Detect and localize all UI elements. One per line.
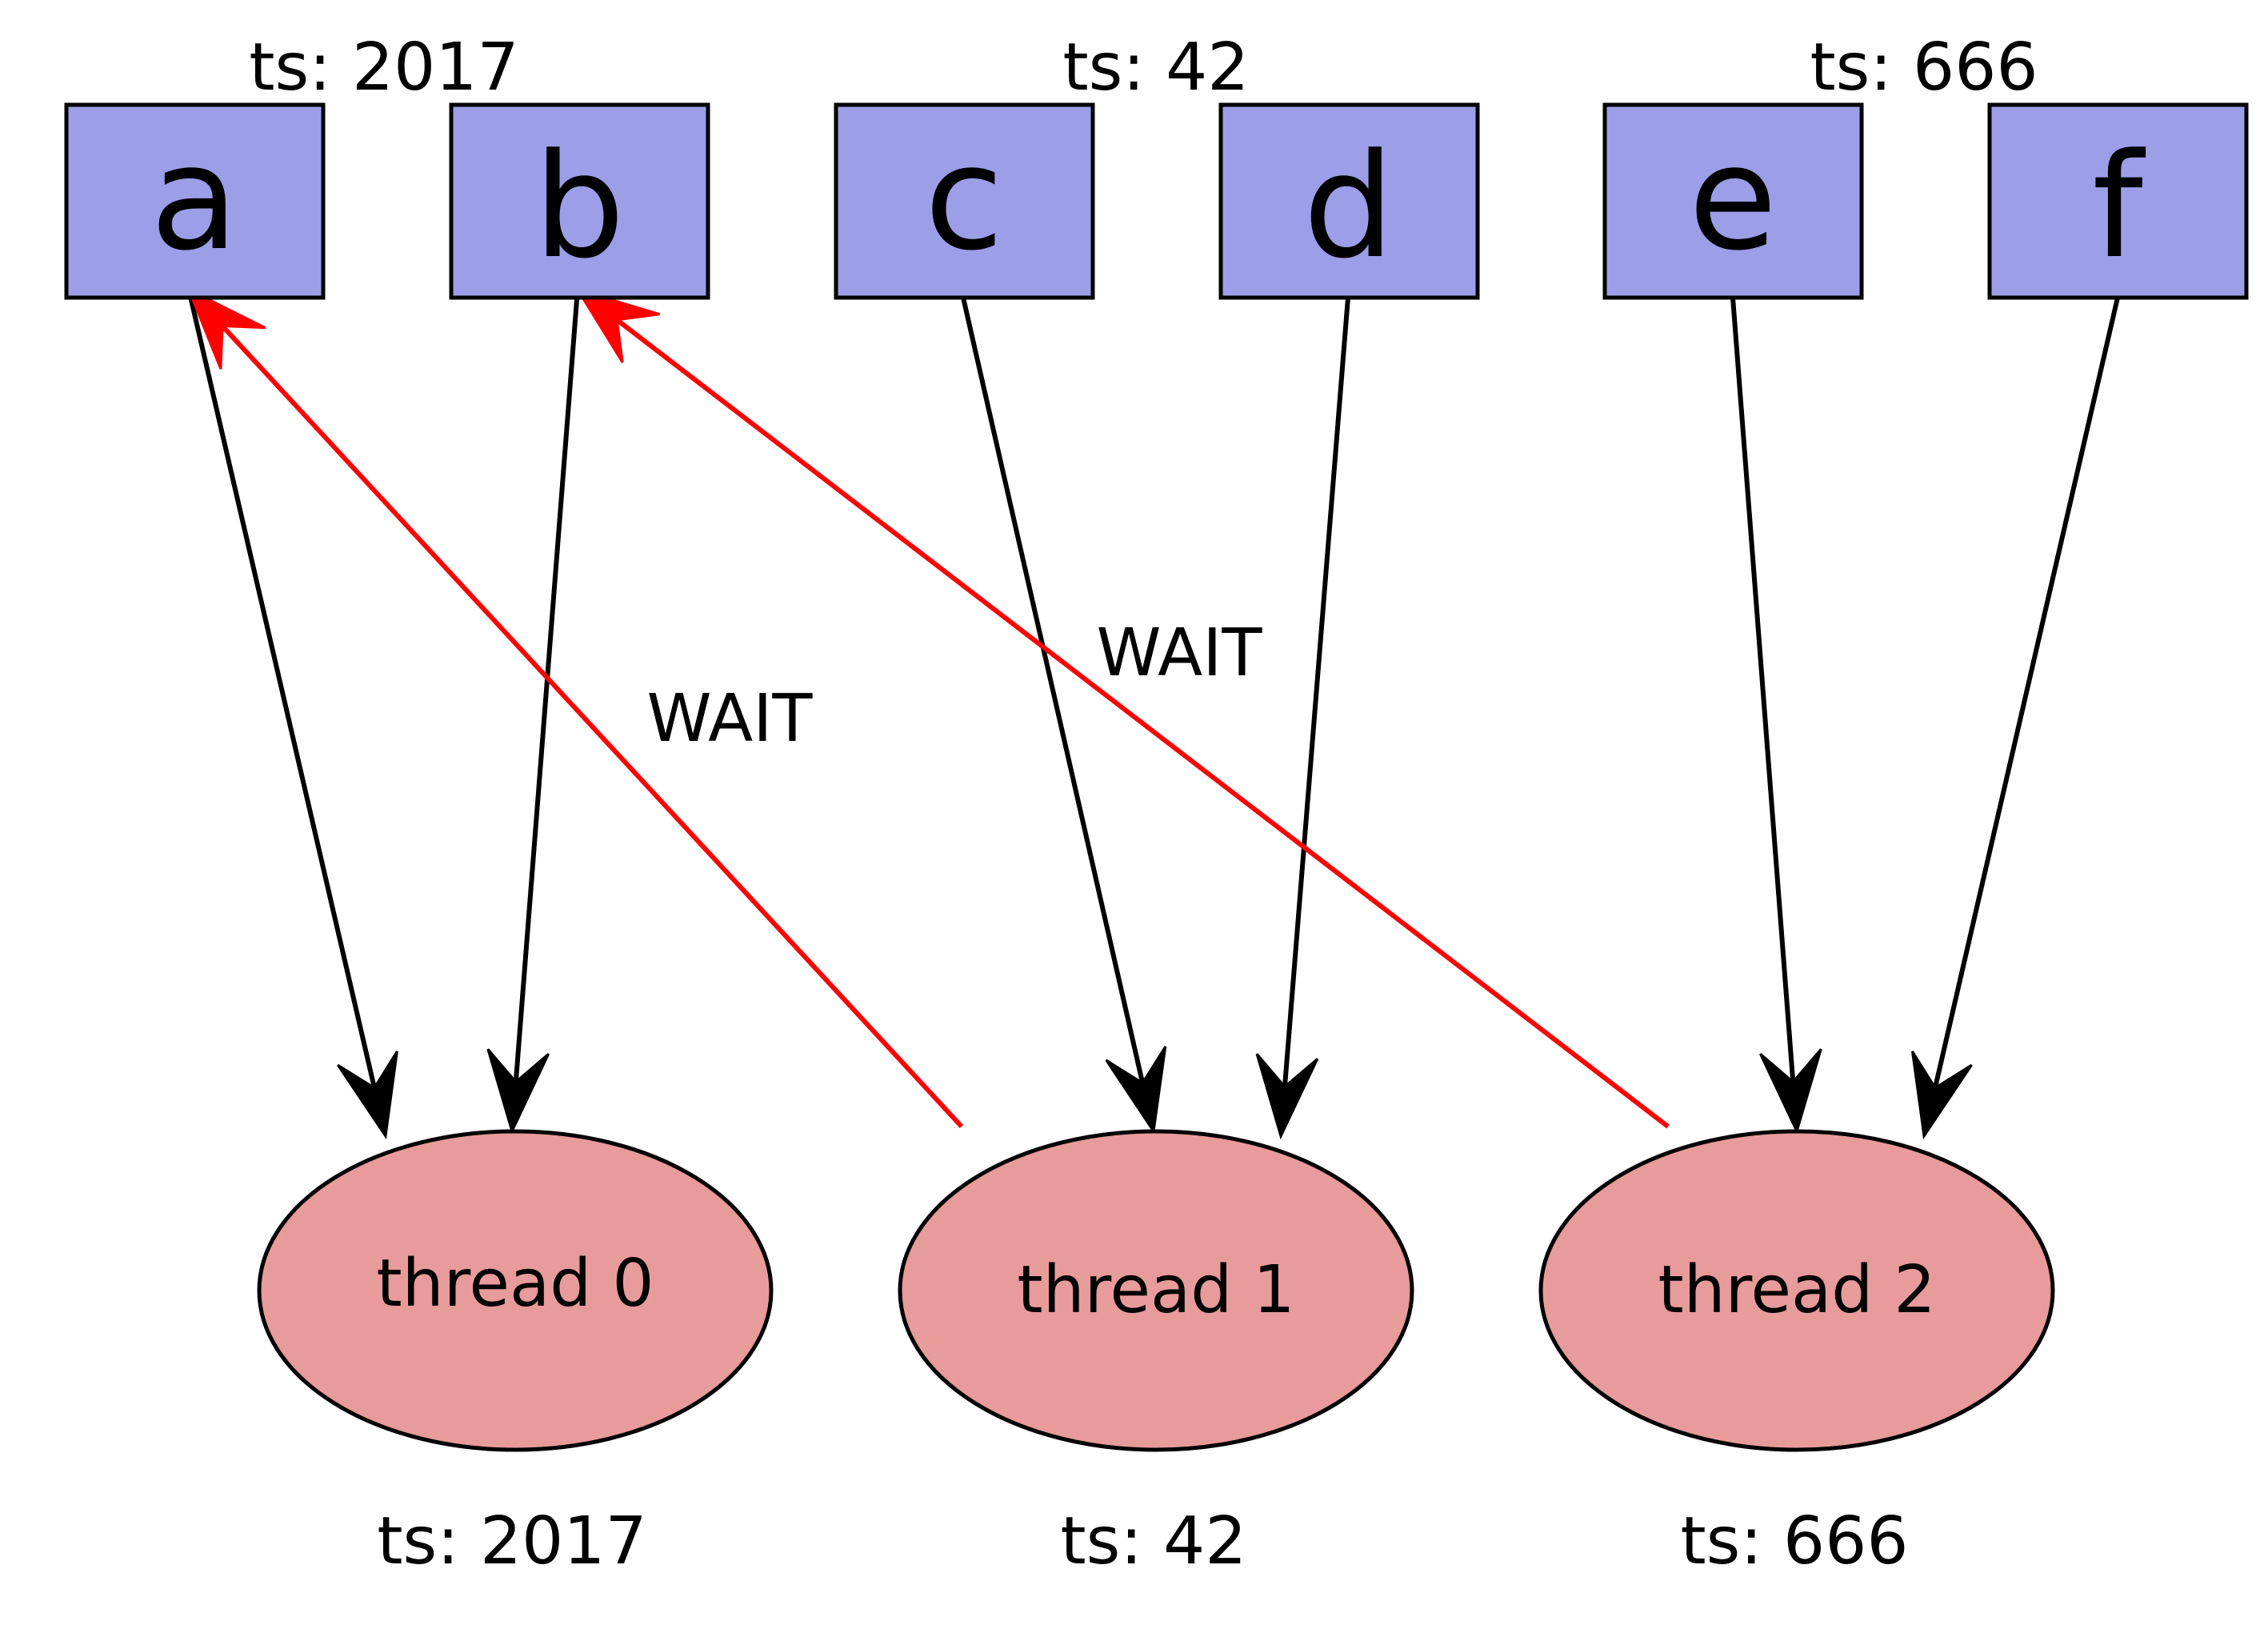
thread-timestamp-0: ts: 2017 — [377, 1503, 646, 1579]
hold-arrowhead-d — [1255, 1053, 1319, 1140]
wait-edge-0 — [220, 324, 964, 1129]
top-timestamp-1: ts: 42 — [1063, 30, 1250, 106]
hold-arrowhead-f — [1910, 1051, 1973, 1140]
wait-label-0: WAIT — [647, 681, 814, 757]
thread-timestamp-1: ts: 42 — [1061, 1503, 1247, 1579]
resource-e: e — [1602, 102, 1864, 300]
wait-label-1: WAIT — [1097, 615, 1263, 691]
resource-f: f — [1987, 102, 2249, 300]
wait-edge-1 — [615, 318, 1670, 1129]
hold-arrowhead-a — [337, 1051, 398, 1140]
hold-edge-f — [1933, 297, 2120, 1089]
wait-arrowhead-1 — [574, 287, 660, 363]
hold-arrowhead-b — [486, 1048, 550, 1135]
hold-edges — [186, 289, 2120, 1140]
hold-edge-e — [1730, 297, 1796, 1083]
wait-arrowhead-0 — [186, 286, 266, 370]
thread-label-2: thread 2 — [1658, 1252, 1935, 1328]
top-timestamp-2: ts: 666 — [1810, 30, 2038, 106]
hold-edge-b — [513, 289, 580, 1083]
thread-timestamp-2: ts: 666 — [1680, 1503, 1908, 1579]
hold-edge-d — [1282, 297, 1350, 1087]
resource-label-c: c — [925, 115, 1004, 282]
hold-arrowhead-e — [1759, 1048, 1822, 1135]
resource-label-e: e — [1689, 115, 1778, 282]
thread-node-2: thread 2 — [1538, 1129, 2055, 1452]
thread-node-0: thread 0 — [257, 1129, 774, 1452]
hold-arrowhead-c — [1105, 1046, 1167, 1135]
resource-a: a — [64, 102, 326, 300]
top-timestamp-0: ts: 2017 — [249, 30, 518, 106]
resource-c: c — [834, 102, 1095, 300]
resource-label-a: a — [150, 115, 238, 282]
hold-edge-a — [186, 289, 377, 1089]
resource-label-f: f — [2092, 123, 2146, 290]
resource-label-d: d — [1303, 123, 1394, 290]
resource-d: d — [1218, 102, 1480, 300]
resource-b: b — [449, 102, 710, 300]
thread-label-0: thread 0 — [376, 1246, 654, 1322]
thread-node-1: thread 1 — [898, 1129, 1414, 1452]
wait-edges — [186, 286, 1670, 1129]
resource-label-b: b — [534, 123, 625, 290]
thread-label-1: thread 1 — [1017, 1252, 1294, 1328]
hold-edge-c — [961, 297, 1146, 1084]
